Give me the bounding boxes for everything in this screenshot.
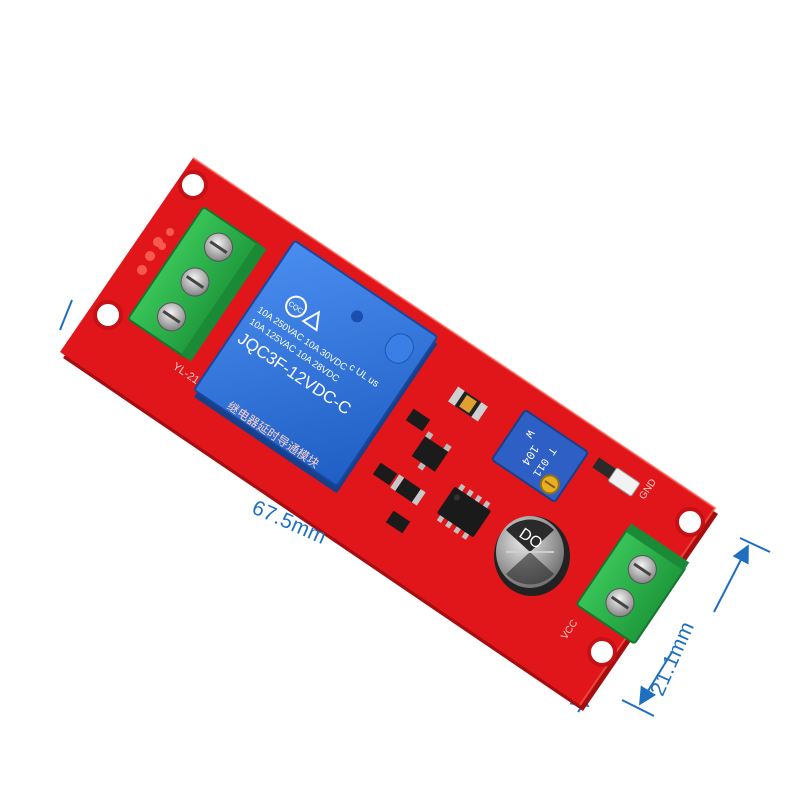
smd-components — [372, 386, 488, 534]
relay-corner-tab — [384, 333, 414, 364]
width-arrow-top — [713, 544, 749, 613]
screw-terminal[interactable] — [152, 297, 191, 336]
terminal-block-left — [128, 207, 267, 362]
mounting-hole — [675, 507, 705, 537]
electrolytic-capacitor: DO — [494, 516, 570, 596]
smd-component — [385, 510, 411, 534]
potentiometer[interactable]: 104 T 011 W — [491, 410, 589, 502]
relay: CQC 10A 250VAC 10A 30VDC 10A 125VAC 10A … — [194, 240, 438, 494]
screw-terminal[interactable] — [199, 228, 238, 267]
smd-resistor — [448, 386, 488, 422]
transistor — [411, 431, 452, 472]
smd-component — [372, 462, 398, 486]
width-extension-line-bottom — [621, 699, 655, 717]
relay-vent-hole — [351, 310, 364, 323]
mounting-hole — [93, 300, 123, 330]
warning-triangle-icon — [301, 310, 321, 332]
screw-terminal[interactable] — [601, 583, 640, 622]
screw-terminal[interactable] — [176, 263, 215, 302]
smd-component — [405, 408, 431, 432]
terminal-block-right — [576, 523, 690, 644]
width-dimension — [621, 537, 771, 717]
width-extension-line-top — [739, 537, 771, 553]
smd-diode — [390, 474, 426, 506]
screw-terminal[interactable] — [623, 550, 662, 589]
ic-chip — [436, 483, 491, 540]
mounting-hole — [587, 637, 617, 667]
length-extension-line-left — [59, 299, 73, 331]
indicator-led — [608, 467, 640, 497]
width-arrow-bottom — [639, 651, 673, 706]
mounting-hole — [178, 170, 208, 200]
indicator-led — [592, 457, 616, 479]
cqc-mark-icon — [285, 295, 308, 318]
